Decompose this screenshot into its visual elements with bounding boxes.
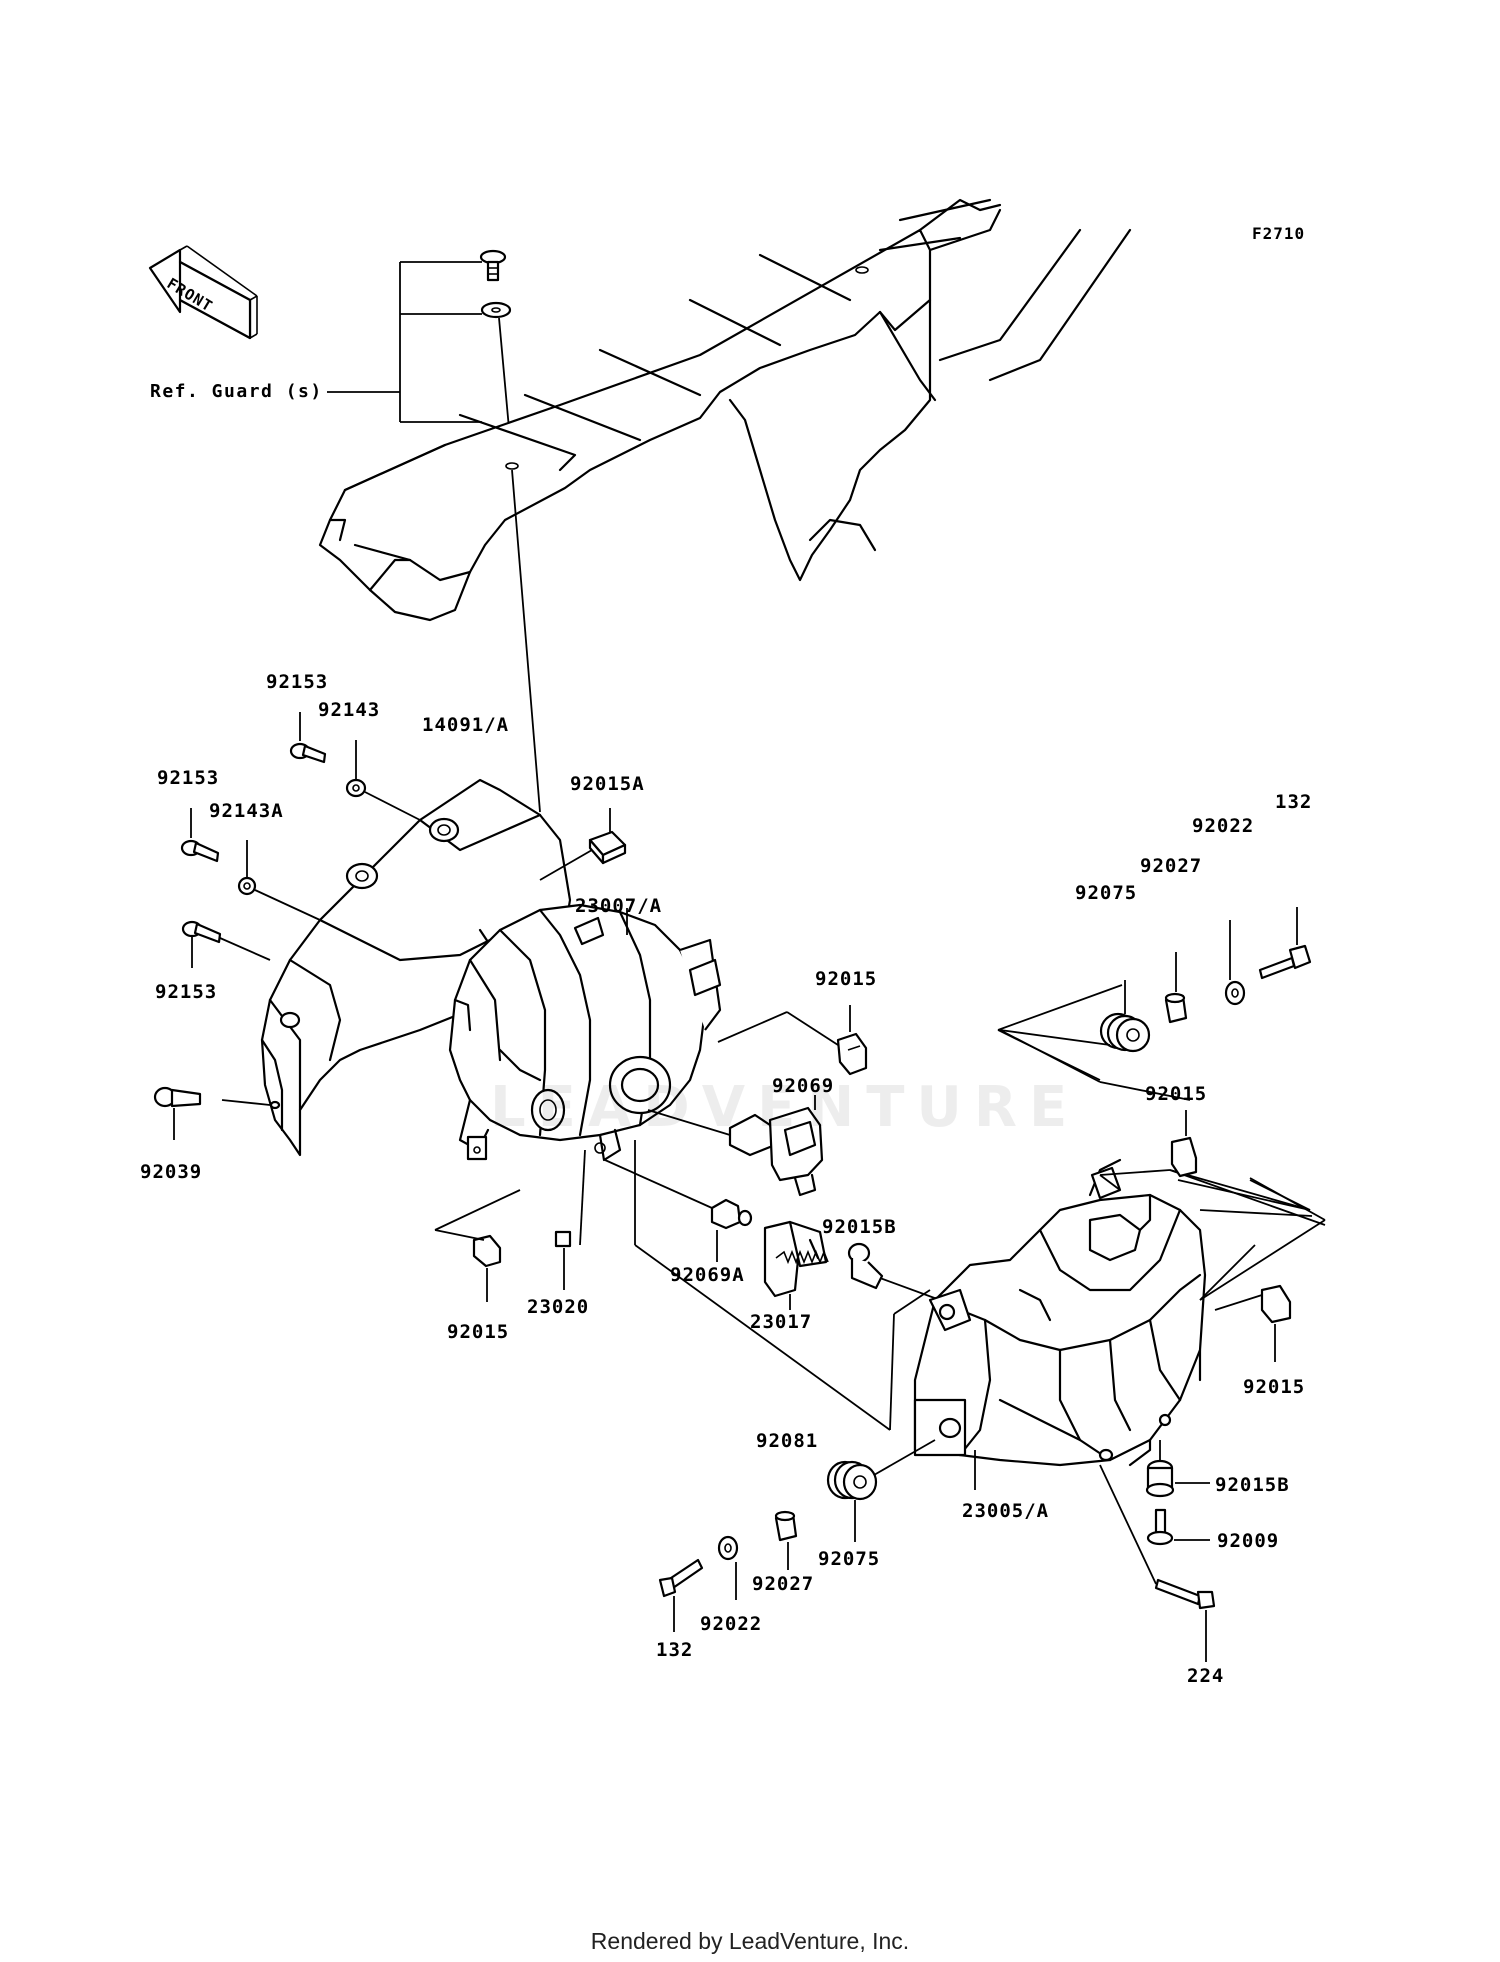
part-label-92143: 92143 (318, 699, 381, 721)
collar-92015B-b-icon (1145, 1459, 1175, 1498)
screw-92009-icon (1146, 1508, 1174, 1546)
part-label-92015: 92015 (815, 968, 878, 990)
bolt-224-icon (1154, 1578, 1216, 1610)
part-label-92075: 92075 (1075, 882, 1138, 904)
part-label-92015B: 92015B (822, 1216, 897, 1238)
top-screw-icon (479, 249, 507, 282)
grommet-92075-bottom-icon (826, 1460, 878, 1501)
nut-23020-icon (554, 1230, 572, 1248)
part-label-92069: 92069 (772, 1075, 835, 1097)
screw-92153-top-icon (289, 742, 327, 764)
headlight-housing-23007 (448, 903, 722, 1162)
washer-92022-bottom-icon (717, 1535, 739, 1561)
bulb-92069-icon (728, 1106, 824, 1197)
part-label-92153: 92153 (266, 671, 329, 693)
part-label-92022: 92022 (700, 1613, 763, 1635)
upper-guard-body (318, 198, 1132, 622)
part-label-92039: 92039 (140, 1161, 203, 1183)
clip-92015-a-icon (836, 1032, 868, 1076)
washer-92022-top-icon (1224, 980, 1246, 1006)
bolt-132-top-icon (1258, 944, 1312, 980)
part-label-92143A: 92143A (209, 800, 284, 822)
part-label-92015: 92015 (1243, 1376, 1306, 1398)
clip-92015-b-icon (472, 1234, 502, 1268)
part-label-23005-A: 23005/A (962, 1500, 1050, 1522)
washer-92143-icon (345, 778, 367, 798)
part-label-92081: 92081 (756, 1430, 819, 1452)
diagram-code: F2710 (1252, 224, 1306, 243)
collar-92027-bottom-icon (774, 1510, 798, 1542)
bolt-132-bottom-icon (658, 1558, 704, 1598)
clip-92015-d-icon (1260, 1284, 1292, 1324)
collar-92015B-a-icon (847, 1242, 884, 1290)
part-label-92027: 92027 (1140, 855, 1203, 877)
part-label-92009: 92009 (1217, 1530, 1280, 1552)
part-label-92153: 92153 (155, 981, 218, 1003)
part-label-92027: 92027 (752, 1573, 815, 1595)
footer-credit: Rendered by LeadVenture, Inc. (590, 1928, 910, 1954)
part-label-92022: 92022 (1192, 815, 1255, 837)
main-housing-23005 (913, 1158, 1207, 1467)
part-label-92075: 92075 (818, 1548, 881, 1570)
front-arrow-icon (148, 245, 258, 340)
screw-92153-mid-icon (180, 839, 220, 863)
washer-92143A-icon (237, 876, 257, 896)
part-label-92069A: 92069A (670, 1264, 745, 1286)
clip-92039-icon (153, 1086, 202, 1108)
part-label-23020: 23020 (527, 1296, 590, 1318)
part-label-132: 132 (656, 1639, 694, 1661)
part-label-23007-A: 23007/A (575, 895, 663, 917)
part-label-224: 224 (1187, 1665, 1225, 1687)
part-label-92015A: 92015A (570, 773, 645, 795)
part-label-132: 132 (1275, 791, 1313, 813)
part-label-14091-A: 14091/A (422, 714, 510, 736)
ref-guard-label: Ref. Guard (s) (150, 381, 323, 402)
part-label-92015B: 92015B (1215, 1474, 1290, 1496)
part-label-23017: 23017 (750, 1311, 813, 1333)
clip-92015-c-icon (1170, 1136, 1198, 1178)
collar-92027-top-icon (1164, 992, 1188, 1024)
part-label-92015: 92015 (447, 1321, 510, 1343)
part-label-92153: 92153 (157, 767, 220, 789)
ref-guard-bracket (327, 261, 482, 423)
nut-92015A-icon (588, 830, 627, 865)
bulb-92069A-icon (710, 1198, 753, 1230)
top-washer-icon (480, 301, 512, 319)
part-label-92015: 92015 (1145, 1083, 1208, 1105)
watermark: LEADVENTURE (490, 1075, 1080, 1140)
spring-92081-icon (775, 1249, 829, 1265)
grommet-92075-top-icon (1099, 1012, 1151, 1053)
screw-92153-low-icon (181, 920, 222, 944)
